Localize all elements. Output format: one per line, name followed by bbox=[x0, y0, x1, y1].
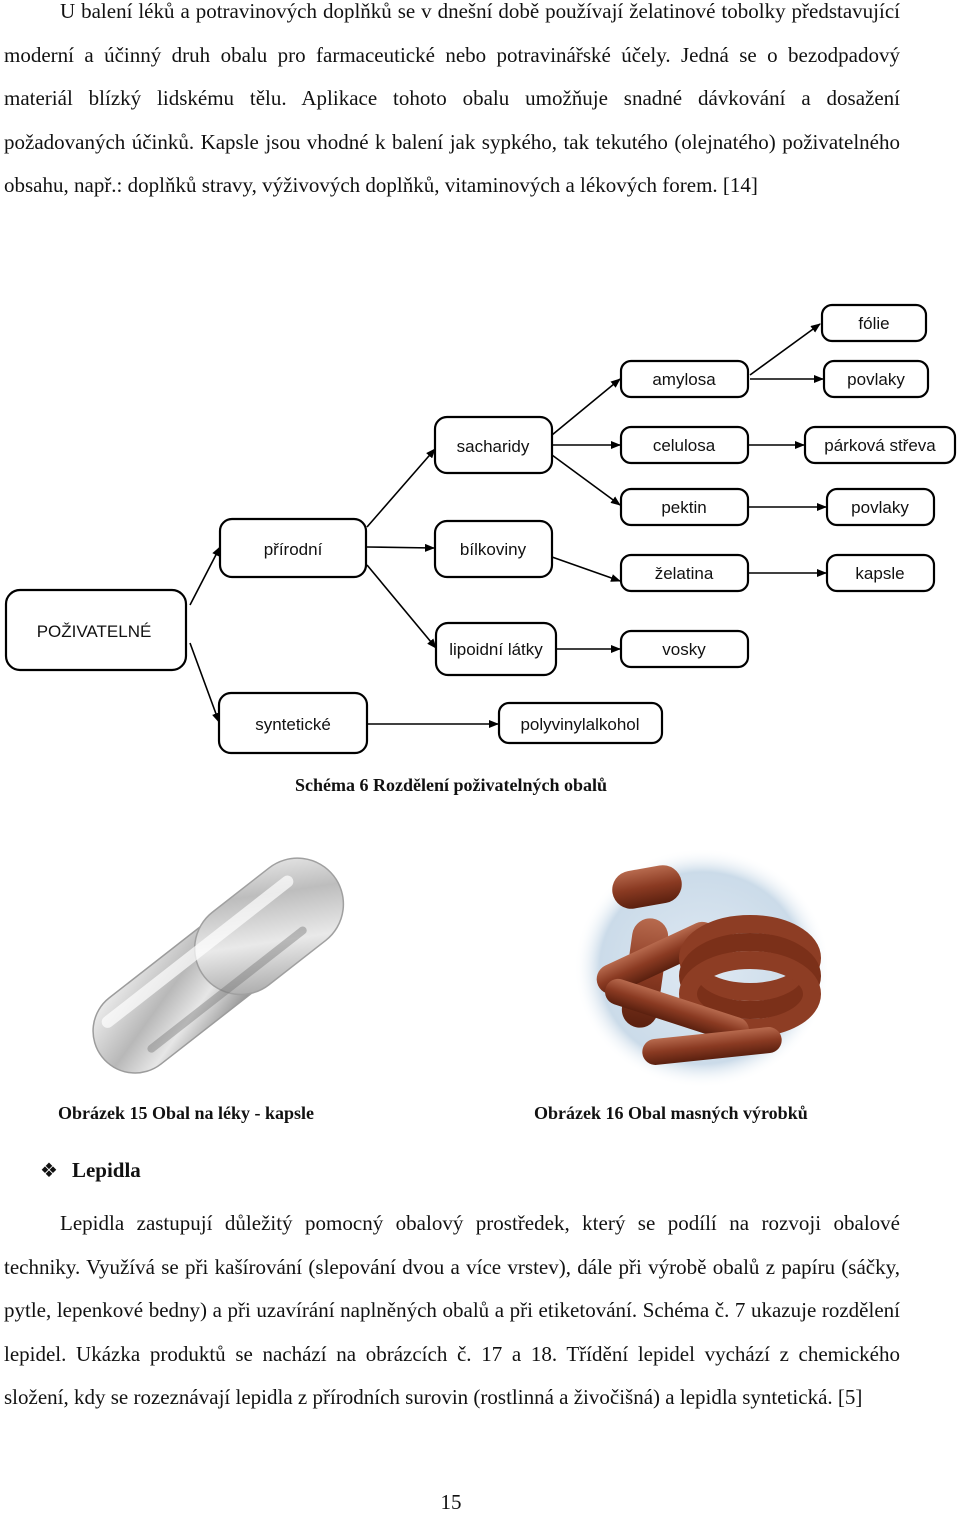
node-celulosa-label: celulosa bbox=[653, 436, 716, 455]
intro-text: U balení léků a potravinových doplňků se… bbox=[4, 0, 900, 197]
node-povlaky-1-label: povlaky bbox=[847, 370, 905, 389]
node-root-label: POŽIVATELNÉ bbox=[37, 622, 152, 641]
node-parkova-streva-label: párková střeva bbox=[824, 436, 936, 455]
edge-sacharidy-pektin bbox=[551, 454, 621, 506]
node-polyvinylalkohol: polyvinylalkohol bbox=[497, 701, 664, 745]
edge-prirodni-sacharidy bbox=[366, 448, 436, 528]
node-bilkoviny-label: bílkoviny bbox=[460, 540, 527, 559]
edge-prirodni-bilkoviny bbox=[366, 543, 435, 552]
lepidla-paragraph: Lepidla zastupují důležitý pomocný obalo… bbox=[4, 1202, 900, 1420]
node-synteticke: syntetické bbox=[217, 691, 369, 755]
node-pektin: pektin bbox=[619, 487, 750, 527]
node-bilkoviny: bílkoviny bbox=[433, 519, 554, 579]
edge-prirodni-lipoidni bbox=[366, 564, 437, 649]
node-lipoidni-label: lipoidní látky bbox=[449, 640, 543, 659]
packaging-diagram: POŽIVATELNÉ přírodní syntetické sacharid… bbox=[4, 303, 957, 755]
figure-16-caption: Obrázek 16 Obal masných výrobků bbox=[534, 1103, 808, 1123]
sausages-image bbox=[574, 848, 830, 1088]
page-number: 15 bbox=[440, 1490, 462, 1514]
edge-bilkoviny-zelatina bbox=[551, 556, 621, 582]
section-heading-title: Lepidla bbox=[71, 1158, 141, 1182]
node-lipoidni: lipoidní látky bbox=[434, 621, 558, 677]
node-prirodni: přírodní bbox=[218, 517, 368, 579]
lepidla-text: Lepidla zastupují důležitý pomocný obalo… bbox=[4, 1211, 900, 1409]
node-synteticke-label: syntetické bbox=[255, 715, 331, 734]
node-prirodni-label: přírodní bbox=[264, 540, 323, 559]
figure-15-caption: Obrázek 15 Obal na léky - kapsle bbox=[58, 1103, 315, 1123]
node-sacharidy: sacharidy bbox=[433, 415, 554, 475]
node-amylosa: amylosa bbox=[619, 359, 750, 399]
section-heading: ❖ Lepidla bbox=[40, 1158, 141, 1183]
node-celulosa: celulosa bbox=[619, 425, 750, 465]
node-root: POŽIVATELNÉ bbox=[4, 588, 188, 672]
node-zelatina-label: želatina bbox=[655, 564, 714, 583]
node-amylosa-label: amylosa bbox=[652, 370, 716, 389]
node-folie-label: fólie bbox=[858, 314, 889, 333]
intro-paragraph: U balení léků a potravinových doplňků se… bbox=[4, 0, 900, 208]
edge-root-synteticke bbox=[189, 642, 220, 723]
node-sacharidy-label: sacharidy bbox=[457, 437, 530, 456]
node-zelatina: želatina bbox=[619, 553, 750, 593]
node-pektin-label: pektin bbox=[661, 498, 706, 517]
edge-sacharidy-amylosa bbox=[551, 378, 621, 436]
node-povlaky-2: povlaky bbox=[825, 487, 936, 527]
capsule-image bbox=[92, 857, 345, 1074]
diamond-bullet-icon: ❖ bbox=[40, 1160, 58, 1182]
schema-caption: Schéma 6 Rozdělení poživatelných obalů bbox=[294, 775, 607, 795]
diagram-edges bbox=[189, 323, 827, 728]
node-kapsle-label: kapsle bbox=[855, 564, 904, 583]
edge-root-prirodni bbox=[189, 546, 221, 606]
node-kapsle: kapsle bbox=[825, 553, 936, 593]
node-vosky: vosky bbox=[619, 629, 750, 669]
node-folie: fólie bbox=[820, 303, 928, 343]
edge-amylosa-folie bbox=[749, 323, 821, 376]
node-parkova-streva: párková střeva bbox=[803, 425, 957, 465]
node-povlaky-2-label: povlaky bbox=[851, 498, 909, 517]
node-povlaky-1: povlaky bbox=[822, 359, 930, 399]
node-vosky-label: vosky bbox=[662, 640, 706, 659]
node-polyvinylalkohol-label: polyvinylalkohol bbox=[520, 715, 639, 734]
